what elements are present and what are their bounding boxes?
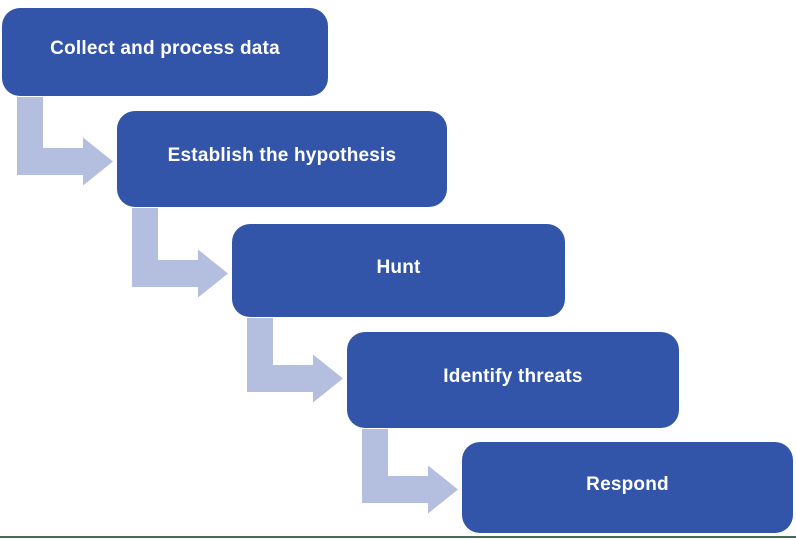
step-label: Identify threats xyxy=(443,366,583,387)
step-box-identify-threats: Identify threats xyxy=(347,332,679,428)
elbow-connector-arrow-icon xyxy=(132,208,228,298)
elbow-connector-arrow-icon xyxy=(362,429,458,514)
elbow-connector-arrow-icon xyxy=(17,97,113,186)
step-label: Respond xyxy=(586,473,669,495)
step-box-establish-the-hypothesis: Establish the hypothesis xyxy=(117,111,447,207)
step-box-hunt: Hunt xyxy=(232,224,565,317)
elbow-connector-arrow-icon xyxy=(247,318,343,403)
step-box-respond: Respond xyxy=(462,442,793,533)
step-label: Establish the hypothesis xyxy=(167,145,397,166)
bottom-border-line xyxy=(0,536,796,538)
step-label: Hunt xyxy=(376,256,421,278)
step-box-collect-and-process-data: Collect and process data xyxy=(2,8,328,96)
step-label: Collect and process data xyxy=(50,38,280,59)
